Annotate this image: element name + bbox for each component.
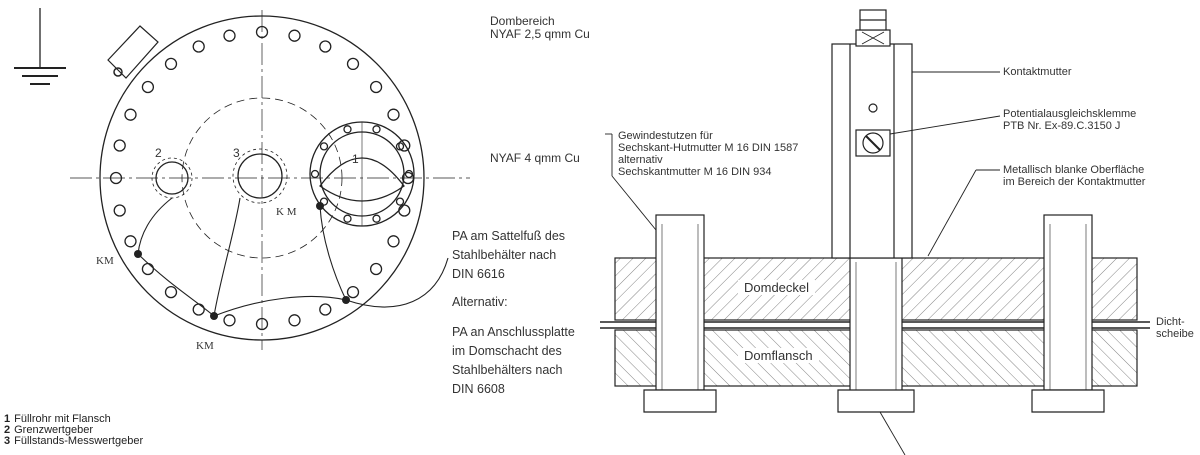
dome-top-view (14, 8, 470, 350)
label-metallisch: Metallisch blanke Oberfläche im Bereich … (1003, 164, 1145, 188)
ground-icon (14, 8, 66, 85)
stud-bolt-left (643, 214, 717, 413)
label-component-3: 3 (233, 146, 240, 160)
stud-bolt-right (1031, 214, 1105, 413)
bolt-hole (346, 285, 360, 299)
label-potentialausgleich-line2: PTB Nr. Ex-89.C.3150 J (1003, 120, 1121, 132)
bonding-wires (137, 197, 449, 317)
label-dichtscheibe-line1: Dicht- (1156, 316, 1185, 328)
label-potentialausgleich: Potentialausgleichsklemme PTB Nr. Ex-89.… (1003, 108, 1136, 132)
label-alternativ: Alternativ: (452, 295, 508, 309)
label-component-1: 1 (352, 152, 359, 166)
bolt-hole (164, 57, 178, 71)
leader-lines (605, 71, 1001, 455)
flange-bolt-hole (310, 169, 320, 179)
label-dombereich-line2: NYAF 2,5 qmm Cu (490, 27, 590, 41)
flange-bolt-hole (343, 214, 352, 223)
bolt-hole (192, 40, 205, 53)
flange-outer-circle (99, 15, 425, 341)
component-3-level-sensor (232, 148, 288, 204)
flange-bolt-hole (395, 197, 405, 206)
kontaktmutter-block (831, 9, 913, 259)
bolt-hole (192, 303, 205, 316)
label-component-2: 2 (155, 146, 162, 160)
bolt-hole (369, 262, 383, 276)
bolt-hole (141, 80, 155, 94)
bolt-hole (398, 139, 411, 152)
label-pa-sattel: PA am Sattelfuß des Stahlbehälter nach D… (452, 227, 565, 284)
component-1-fill-pipe-flange (309, 121, 415, 227)
label-dombereich-line1: Dombereich (490, 14, 555, 28)
bolt-hole (113, 139, 126, 152)
centre-stud (837, 257, 915, 413)
label-kontaktmutter: Kontaktmutter (1003, 66, 1072, 78)
label-nyaf4: NYAF 4 qmm Cu (490, 151, 580, 165)
bolt-hole (319, 40, 332, 53)
label-dichtscheibe: Dicht- scheibe (1156, 316, 1194, 340)
label-gewindestutzen: Gewindestutzen für Sechskant-Hutmutter M… (618, 130, 798, 178)
label-domflansch: Domflansch (738, 348, 819, 363)
bolt-hole (124, 108, 137, 121)
label-pa-anschluss: PA an Anschlussplatte im Domschacht des … (452, 323, 575, 399)
flange-bolt-hole (319, 197, 329, 206)
bolt-hole (387, 235, 400, 248)
label-pa-sattel-line1: PA am Sattelfuß des (452, 229, 566, 243)
bolt-hole (223, 314, 236, 327)
flange-bolt-hole (372, 125, 381, 134)
bolt-hole (387, 108, 400, 121)
label-km-bottom: KM (196, 340, 214, 352)
bolt-hole (319, 303, 332, 316)
bolt-hole (141, 262, 155, 276)
section-view (600, 9, 1150, 455)
label-pa-sattel-line2: Stahlbehälter nach (452, 248, 557, 262)
label-pa-anschluss-line4: DIN 6608 (452, 382, 505, 396)
label-metallisch-line2: im Bereich der Kontaktmutter (1003, 176, 1146, 188)
bolt-hole (398, 204, 411, 217)
label-gewindestutzen-line4: Sechskantmutter M 16 DIN 934 (618, 166, 772, 178)
bolt-pitch-circle (181, 97, 343, 259)
bolt-hole (346, 57, 360, 71)
bolt-hole (255, 317, 269, 331)
label-potentialausgleich-line1: Potentialausgleichsklemme (1003, 108, 1137, 120)
label-km-center: K M (276, 206, 297, 218)
label-metallisch-line1: Metallisch blanke Oberfläche (1003, 164, 1145, 176)
flange-bolt-hole (395, 142, 405, 151)
bolt-hole (109, 171, 123, 185)
label-pa-anschluss-line2: im Domschacht des (452, 344, 562, 358)
bolt-hole (124, 235, 137, 248)
label-pa-anschluss-line3: Stahlbehälters nach (452, 363, 563, 377)
bolt-hole (113, 204, 126, 217)
label-dichtscheibe-line2: scheibe (1156, 328, 1194, 340)
bolt-hole (164, 285, 178, 299)
flange-bolt-hole (404, 169, 414, 179)
label-pa-sattel-line3: DIN 6616 (452, 267, 505, 281)
label-domdeckel: Domdeckel (738, 280, 816, 295)
flange-bolt-hole (343, 125, 352, 134)
flange-bolt-hole (372, 214, 381, 223)
bolt-hole (288, 314, 301, 327)
bolt-hole (255, 25, 269, 39)
label-km-left: KM (96, 255, 114, 267)
earth-tab (107, 25, 159, 79)
bolt-hole (223, 29, 236, 42)
label-pa-anschluss-line1: PA an Anschlussplatte (452, 325, 575, 339)
flange-bolt-hole (319, 142, 329, 151)
label-gewindestutzen-line2: Sechskant-Hutmutter M 16 DIN 1587 (618, 142, 799, 154)
label-dombereich: Dombereich NYAF 2,5 qmm Cu (490, 15, 590, 41)
label-gewindestutzen-line1: Gewindestutzen für (618, 130, 713, 142)
bolt-hole (369, 80, 383, 94)
label-gewindestutzen-line3: alternativ (618, 154, 663, 166)
bolt-hole (288, 29, 301, 42)
